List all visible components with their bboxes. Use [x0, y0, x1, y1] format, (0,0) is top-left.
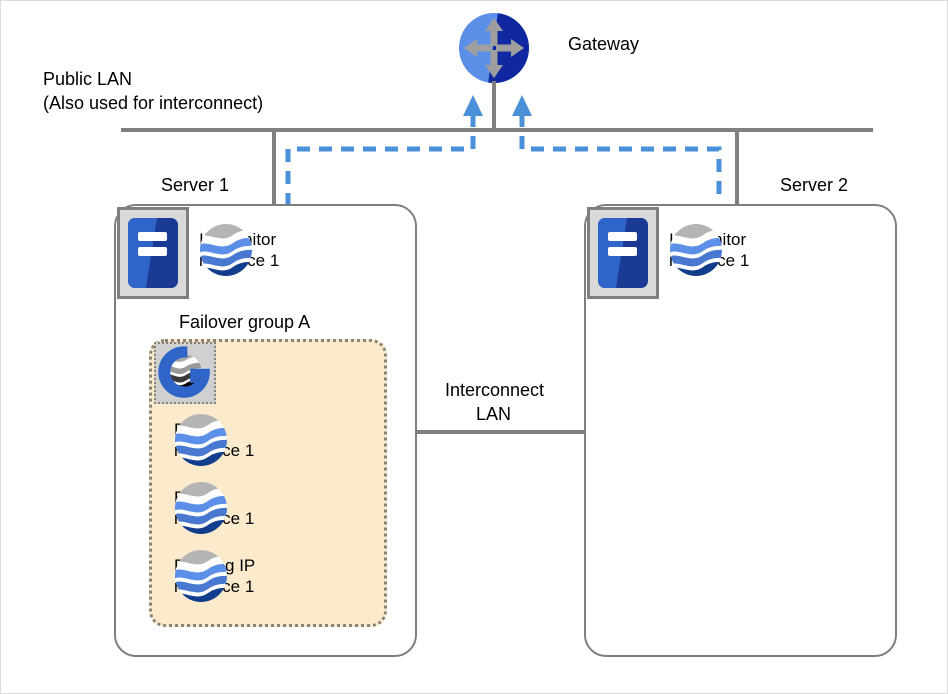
failover-resource-row: EXECresource 1 [174, 482, 254, 534]
failover-resource-row: Floating IPresource 1 [174, 550, 255, 602]
failover-resource-row: Diskresource 1 [174, 414, 254, 466]
server-icon-1 [117, 207, 189, 299]
server-2-label: Server 2 [780, 175, 849, 195]
public-lan-label-line2: (Also used for interconnect) [43, 93, 264, 113]
public-lan-bus [121, 128, 873, 132]
failover-group-icon [154, 342, 216, 404]
router-icon [458, 12, 530, 84]
resource-icon [174, 481, 228, 535]
failover-group-label: Failover group A [179, 312, 311, 332]
dashed-arrowhead-server2 [512, 95, 532, 116]
resource-icon [174, 413, 228, 467]
public-lan-drop-server1 [272, 128, 276, 206]
public-lan-drop-server2 [735, 128, 739, 206]
interconnect-lan-label-line2: LAN [476, 404, 512, 424]
public-lan-label-line1: Public LAN [43, 69, 133, 89]
server-2-ip-monitor-row: IP monitorresource 1 [669, 224, 749, 276]
interconnect-lan-line [417, 430, 584, 434]
resource-icon [174, 549, 228, 603]
server-1-label: Server 1 [161, 175, 230, 195]
server-icon-2 [587, 207, 659, 299]
dashed-path-server2 [519, 111, 722, 194]
resource-icon [669, 223, 723, 277]
server-1-ip-monitor-row: IP monitorresource 1 [199, 224, 279, 276]
dashed-arrowhead-server1 [463, 95, 483, 116]
dashed-path-server1 [285, 111, 476, 206]
gateway-stem-line [492, 81, 496, 132]
resource-icon [199, 223, 253, 277]
interconnect-lan-label-line1: Interconnect [445, 380, 545, 400]
gateway-label: Gateway [568, 34, 640, 54]
